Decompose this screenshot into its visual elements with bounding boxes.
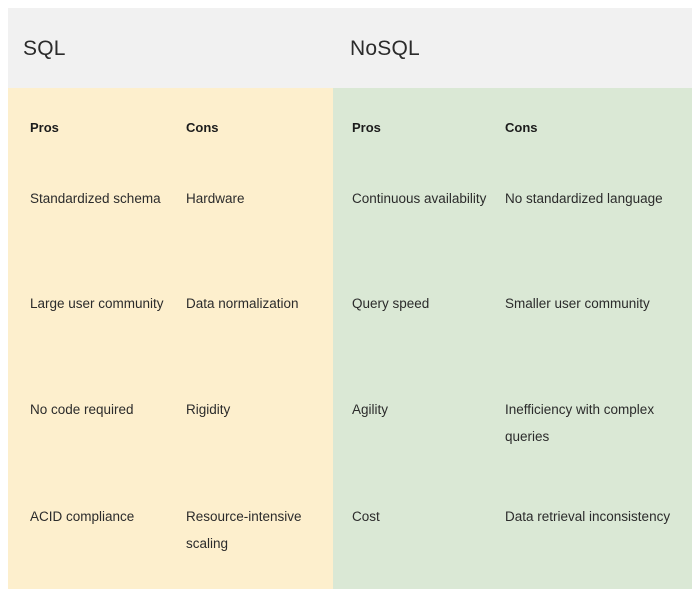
- panel-nosql: Pros Cons Continuous availability No sta…: [333, 88, 692, 589]
- column-header-nosql-pros: Pros: [352, 120, 381, 135]
- page-title-sql: SQL: [23, 36, 66, 60]
- table-row: Query speed Smaller user community: [333, 269, 692, 376]
- cell-sql-con-3: Rigidity: [186, 402, 231, 418]
- table-row: No code required Rigidity: [8, 375, 333, 482]
- cell-sql-con-4: Resource-intensive scaling: [186, 509, 302, 552]
- cell-sql-pro-2: Large user community: [30, 295, 164, 311]
- cell-sql-pro-3: No code required: [30, 402, 134, 418]
- table-row: Agility Inefficiency with complex querie…: [333, 375, 692, 482]
- header-row-nosql: Pros Cons: [333, 88, 692, 162]
- cell-sql-con-2: Data normalization: [186, 295, 299, 311]
- cell-nosql-pro-3: Agility: [352, 402, 389, 418]
- column-header-sql-pros: Pros: [30, 120, 59, 135]
- cell-nosql-pro-2: Query speed: [352, 295, 430, 311]
- cell-sql-pro-1: Standardized schema: [30, 190, 161, 206]
- table-row: Standardized schema Hardware: [8, 162, 333, 269]
- table-row: Continuous availability No standardized …: [333, 162, 692, 269]
- page-title-nosql: NoSQL: [350, 36, 420, 60]
- column-header-nosql-cons: Cons: [505, 120, 538, 135]
- cell-nosql-con-2: Smaller user community: [505, 295, 650, 311]
- table-row: Large user community Data normalization: [8, 269, 333, 376]
- panel-sql: Pros Cons Standardized schema Hardware L…: [8, 88, 333, 589]
- cell-nosql-con-1: No standardized language: [505, 190, 663, 206]
- table-row: Cost Data retrieval inconsistency: [333, 482, 692, 589]
- cell-sql-pro-4: ACID compliance: [30, 509, 135, 525]
- title-band: SQL NoSQL: [8, 8, 692, 88]
- header-row-sql: Pros Cons: [8, 88, 333, 162]
- cell-nosql-pro-4: Cost: [352, 509, 380, 525]
- cell-nosql-pro-1: Continuous availability: [352, 190, 487, 206]
- cell-nosql-con-3: Inefficiency with complex queries: [505, 402, 655, 445]
- column-title-sql: SQL: [8, 8, 333, 88]
- comparison-table: SQL NoSQL Pros Cons Standardized schema …: [8, 8, 692, 589]
- column-title-nosql: NoSQL: [333, 8, 692, 88]
- cell-nosql-con-4: Data retrieval inconsistency: [505, 509, 671, 525]
- table-row: ACID compliance Resource-intensive scali…: [8, 482, 333, 589]
- cell-sql-con-1: Hardware: [186, 190, 245, 206]
- column-header-sql-cons: Cons: [186, 120, 219, 135]
- panels: Pros Cons Standardized schema Hardware L…: [8, 88, 692, 589]
